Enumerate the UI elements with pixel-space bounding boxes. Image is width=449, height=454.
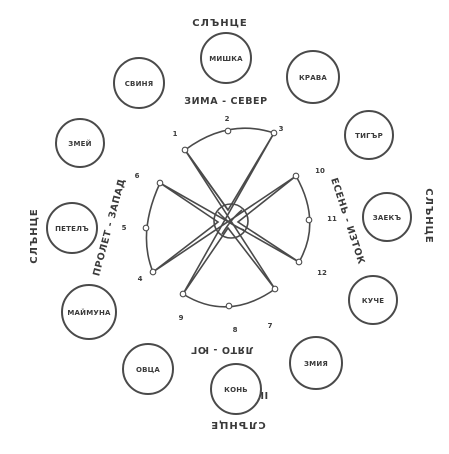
animal-kuche: КУЧЕ bbox=[348, 275, 398, 325]
animal-label: КУЧЕ bbox=[362, 297, 384, 305]
center-circle bbox=[213, 203, 249, 239]
node bbox=[224, 127, 232, 135]
diagonal-line-d bbox=[152, 175, 297, 273]
sun-label-right: СЛЪНЦЕ bbox=[423, 188, 434, 244]
node bbox=[142, 224, 150, 232]
number-6: 6 bbox=[135, 172, 140, 180]
number-2: 2 bbox=[225, 115, 230, 123]
animal-kon: КОНЬ bbox=[210, 363, 262, 415]
node bbox=[149, 268, 157, 276]
number-9: 9 bbox=[179, 314, 184, 322]
node bbox=[156, 179, 164, 187]
node bbox=[270, 129, 278, 137]
central-cross-glyph bbox=[142, 127, 313, 310]
animal-zmey: ЗМЕЙ bbox=[55, 118, 105, 168]
animal-mishka: МИШКА bbox=[200, 32, 252, 84]
number-8: 8 bbox=[233, 326, 238, 334]
animal-label: ЗАЕКЪ bbox=[373, 214, 402, 222]
node bbox=[179, 290, 187, 298]
season-label-south: ЛЯТО - ЮГ bbox=[191, 344, 254, 355]
animal-label: МИШКА bbox=[209, 55, 243, 63]
animal-maymuna: МАЙМУНА bbox=[61, 284, 117, 340]
animal-label: КОНЬ bbox=[224, 386, 248, 394]
animal-ovtsa: ОВЦА bbox=[122, 343, 174, 395]
number-12: 12 bbox=[317, 269, 327, 277]
animal-label: ЗМИЯ bbox=[304, 360, 328, 368]
animal-sviniya: СВИНЯ bbox=[113, 57, 165, 109]
number-7: 7 bbox=[268, 322, 273, 330]
animal-label: КРАВА bbox=[299, 74, 327, 82]
node bbox=[271, 285, 279, 293]
animal-zmiya: ЗМИЯ bbox=[289, 336, 343, 390]
number-11: 11 bbox=[327, 215, 337, 223]
diagonal-line-b bbox=[182, 132, 275, 295]
sun-label-top: СЛЪНЦЕ bbox=[192, 18, 248, 29]
node bbox=[181, 146, 189, 154]
roman-numeral: II bbox=[260, 389, 268, 400]
sun-label-bottom: СЛЪНЦЕ bbox=[210, 419, 266, 430]
animal-label: МАЙМУНА bbox=[67, 308, 111, 317]
number-10: 10 bbox=[315, 167, 325, 175]
number-4: 4 bbox=[138, 275, 143, 283]
animal-label: ПЕТЕЛЪ bbox=[55, 225, 89, 233]
number-1: 1 bbox=[173, 130, 178, 138]
animal-petel: ПЕТЕЛЪ bbox=[46, 202, 98, 254]
animal-zaek: ЗАЕКЪ bbox=[362, 192, 412, 242]
number-5: 5 bbox=[122, 224, 127, 232]
animal-krava: КРАВА bbox=[286, 50, 340, 104]
animal-label: СВИНЯ bbox=[125, 80, 154, 88]
node bbox=[292, 172, 300, 180]
sun-label-left: СЛЪНЦЕ bbox=[29, 208, 40, 264]
animal-label: ОВЦА bbox=[136, 366, 160, 374]
animal-label: ЗМЕЙ bbox=[68, 139, 91, 148]
animal-label: ТИГЪР bbox=[355, 132, 383, 140]
node bbox=[305, 216, 313, 224]
node bbox=[295, 258, 303, 266]
node bbox=[225, 302, 233, 310]
number-3: 3 bbox=[279, 125, 284, 133]
center-swirl bbox=[217, 209, 245, 235]
season-label-north: ЗИМА - СЕВЕР bbox=[184, 96, 267, 107]
animal-tigar: ТИГЪР bbox=[344, 110, 394, 160]
